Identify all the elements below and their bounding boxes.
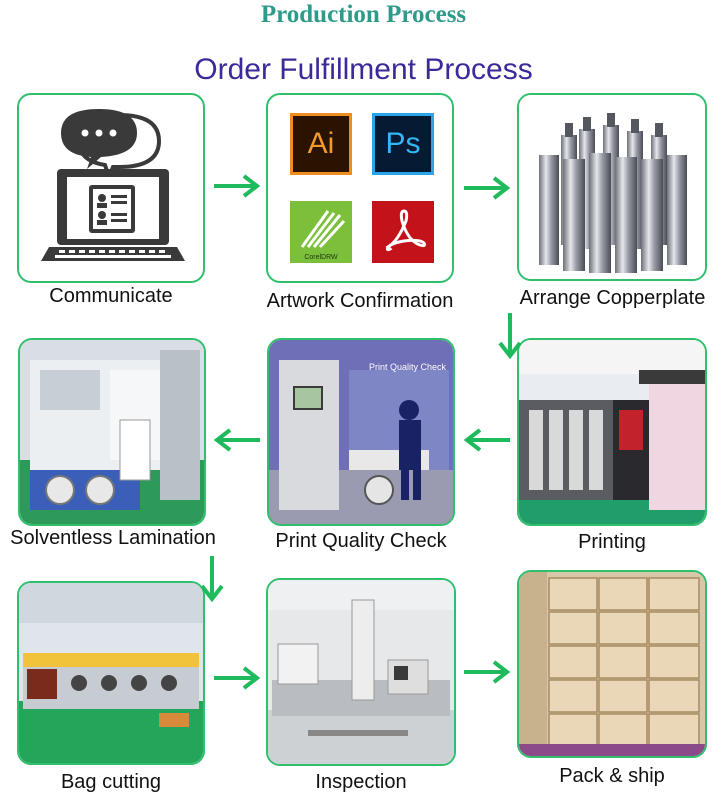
step-label-inspection: Inspection — [315, 771, 407, 793]
bag-cutting-line-image — [19, 583, 203, 763]
step-label-artwork-confirmation: Artwork Confirmation — [266, 290, 454, 312]
lamination-machine-image — [20, 340, 204, 524]
step-lamination-card — [18, 338, 206, 526]
arrow-left-icon — [464, 428, 510, 452]
arrow-right-icon — [214, 666, 260, 690]
copperplate-cylinders-image — [519, 95, 705, 279]
illustrator-icon: Ai — [290, 113, 352, 175]
step-label-pack-ship: Pack & ship — [559, 765, 665, 787]
arrow-right-icon — [214, 174, 260, 198]
laptop-chat-icon — [41, 109, 185, 261]
arrow-right-icon — [464, 660, 510, 684]
step-label-arrange-copperplate: Arrange Copperplate — [519, 287, 706, 309]
step-label-printing: Printing — [578, 531, 646, 553]
arrow-down-icon — [498, 313, 522, 359]
arrow-right-icon — [464, 176, 510, 200]
printing-press-image — [519, 340, 705, 524]
step-printing-card — [517, 338, 707, 526]
inspection-lab-image — [268, 580, 454, 764]
arrow-down-icon — [200, 556, 224, 602]
coreldraw-glyph — [300, 210, 346, 249]
step-label-print-quality-check: Print Quality Check — [275, 530, 447, 552]
step-label-solventless-lamination: Solventless Lamination — [10, 527, 216, 549]
acrobat-pdf-icon — [372, 201, 434, 263]
step-pack-ship-card — [517, 570, 707, 758]
step-label-bag-cutting: Bag cutting — [60, 771, 162, 793]
diagram-subtitle: Order Fulfillment Process — [194, 53, 533, 86]
photoshop-icon: Ps — [372, 113, 434, 175]
coreldraw-icon: CorelDRW — [290, 201, 352, 263]
arrow-left-icon — [214, 428, 260, 452]
coreldraw-label: CorelDRW — [304, 254, 338, 261]
step-bag-cutting-card — [17, 581, 205, 765]
packed-cartons-image — [519, 572, 705, 756]
step-artwork-card: Ai Ps CorelDRW — [266, 93, 454, 283]
quality-check-station-image — [269, 340, 453, 524]
step-quality-check-card: Print Quality Check — [267, 338, 455, 526]
step-copperplate-card — [517, 93, 707, 281]
step-inspection-card — [266, 578, 456, 766]
step-label-communicate: Communicate — [49, 285, 173, 307]
quality-check-sign: Print Quality Check — [369, 362, 447, 372]
page-title: Production Process — [260, 1, 467, 28]
step-communicate-card — [17, 93, 205, 283]
